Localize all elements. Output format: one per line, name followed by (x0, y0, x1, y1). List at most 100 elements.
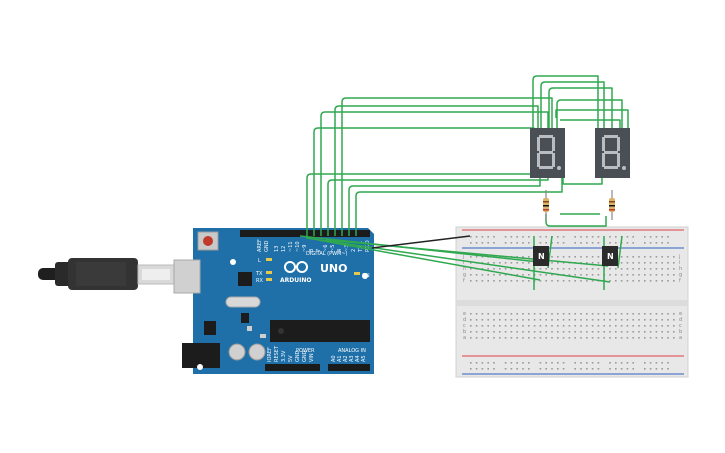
breadboard-hole[interactable] (620, 368, 623, 370)
resistor[interactable] (609, 190, 615, 220)
breadboard-hole[interactable] (481, 331, 484, 333)
breadboard-hole[interactable] (632, 337, 634, 339)
breadboard-hole[interactable] (487, 268, 489, 270)
breadboard-hole[interactable] (562, 337, 565, 339)
breadboard-hole[interactable] (586, 274, 588, 276)
breadboard-hole[interactable] (545, 325, 547, 327)
breadboard-hole[interactable] (568, 274, 571, 276)
breadboard-hole[interactable] (557, 313, 559, 315)
breadboard-hole[interactable] (545, 337, 547, 339)
breadboard-hole[interactable] (586, 319, 588, 321)
breadboard-hole[interactable] (586, 242, 588, 244)
breadboard-hole[interactable] (574, 274, 576, 276)
breadboard-hole[interactable] (551, 313, 553, 315)
breadboard-hole[interactable] (626, 325, 629, 327)
breadboard-hole[interactable] (470, 331, 472, 333)
breadboard-hole[interactable] (493, 236, 495, 238)
breadboard-hole[interactable] (586, 262, 588, 264)
breadboard-hole[interactable] (586, 313, 588, 315)
breadboard-hole[interactable] (615, 280, 617, 282)
breadboard-hole[interactable] (597, 236, 600, 238)
breadboard-hole[interactable] (655, 368, 658, 370)
breadboard-hole[interactable] (644, 256, 646, 258)
breadboard-hole[interactable] (528, 268, 530, 270)
breadboard-hole[interactable] (562, 313, 565, 315)
breadboard-hole[interactable] (557, 331, 559, 333)
breadboard-hole[interactable] (615, 274, 617, 276)
breadboard-hole[interactable] (481, 274, 484, 276)
breadboard-hole[interactable] (649, 313, 652, 315)
breadboard-hole[interactable] (562, 362, 565, 364)
breadboard-hole[interactable] (539, 362, 542, 364)
breadboard-hole[interactable] (644, 262, 646, 264)
breadboard-hole[interactable] (522, 274, 524, 276)
breadboard-hole[interactable] (591, 368, 594, 370)
breadboard-hole[interactable] (626, 268, 629, 270)
breadboard-hole[interactable] (516, 242, 518, 244)
breadboard-hole[interactable] (516, 280, 518, 282)
breadboard-hole[interactable] (574, 337, 576, 339)
breadboard-hole[interactable] (644, 319, 646, 321)
breadboard-hole[interactable] (649, 236, 652, 238)
breadboard-hole[interactable] (562, 368, 565, 370)
breadboard-hole[interactable] (580, 325, 582, 327)
breadboard-hole[interactable] (504, 242, 507, 244)
breadboard-hole[interactable] (620, 325, 623, 327)
reset-button[interactable] (197, 231, 219, 251)
breadboard-hole[interactable] (562, 256, 565, 258)
breadboard-hole[interactable] (493, 331, 495, 333)
breadboard-hole[interactable] (481, 236, 484, 238)
breadboard-hole[interactable] (516, 236, 518, 238)
breadboard-hole[interactable] (615, 268, 617, 270)
breadboard-hole[interactable] (580, 368, 582, 370)
breadboard-hole[interactable] (562, 331, 565, 333)
breadboard-hole[interactable] (528, 256, 530, 258)
breadboard-hole[interactable] (499, 319, 501, 321)
breadboard-hole[interactable] (551, 262, 553, 264)
breadboard-hole[interactable] (673, 337, 675, 339)
breadboard-hole[interactable] (661, 325, 663, 327)
breadboard-hole[interactable] (632, 242, 634, 244)
breadboard-hole[interactable] (499, 313, 501, 315)
breadboard-hole[interactable] (557, 362, 559, 364)
breadboard-hole[interactable] (626, 319, 629, 321)
breadboard-hole[interactable] (667, 280, 669, 282)
breadboard-hole[interactable] (586, 337, 588, 339)
breadboard-hole[interactable] (655, 280, 658, 282)
breadboard-hole[interactable] (551, 362, 553, 364)
breadboard-hole[interactable] (493, 319, 495, 321)
breadboard-hole[interactable] (551, 256, 553, 258)
breadboard-hole[interactable] (493, 274, 495, 276)
breadboard-hole[interactable] (493, 368, 495, 370)
breadboard-hole[interactable] (609, 313, 611, 315)
breadboard-hole[interactable] (673, 262, 675, 264)
breadboard-hole[interactable] (522, 242, 524, 244)
breadboard-hole[interactable] (481, 325, 484, 327)
breadboard-hole[interactable] (499, 256, 501, 258)
breadboard-hole[interactable] (673, 331, 675, 333)
breadboard-hole[interactable] (661, 313, 663, 315)
breadboard-hole[interactable] (586, 256, 588, 258)
breadboard-hole[interactable] (644, 268, 646, 270)
breadboard-hole[interactable] (475, 325, 478, 327)
breadboard-hole[interactable] (620, 313, 623, 315)
breadboard-hole[interactable] (609, 362, 611, 364)
breadboard-hole[interactable] (626, 313, 629, 315)
breadboard-hole[interactable] (597, 337, 600, 339)
breadboard-hole[interactable] (481, 256, 484, 258)
breadboard-hole[interactable] (644, 362, 646, 364)
breadboard-hole[interactable] (557, 280, 559, 282)
breadboard-hole[interactable] (557, 256, 559, 258)
breadboard-hole[interactable] (632, 256, 634, 258)
breadboard-hole[interactable] (557, 236, 559, 238)
seven-segment-display-2[interactable] (595, 128, 630, 178)
breadboard-hole[interactable] (615, 362, 617, 364)
breadboard-hole[interactable] (638, 313, 640, 315)
breadboard-hole[interactable] (481, 337, 484, 339)
breadboard-hole[interactable] (632, 313, 634, 315)
breadboard-hole[interactable] (493, 313, 495, 315)
breadboard-hole[interactable] (644, 274, 646, 276)
breadboard-hole[interactable] (545, 313, 547, 315)
breadboard-hole[interactable] (655, 236, 658, 238)
breadboard-hole[interactable] (591, 262, 594, 264)
